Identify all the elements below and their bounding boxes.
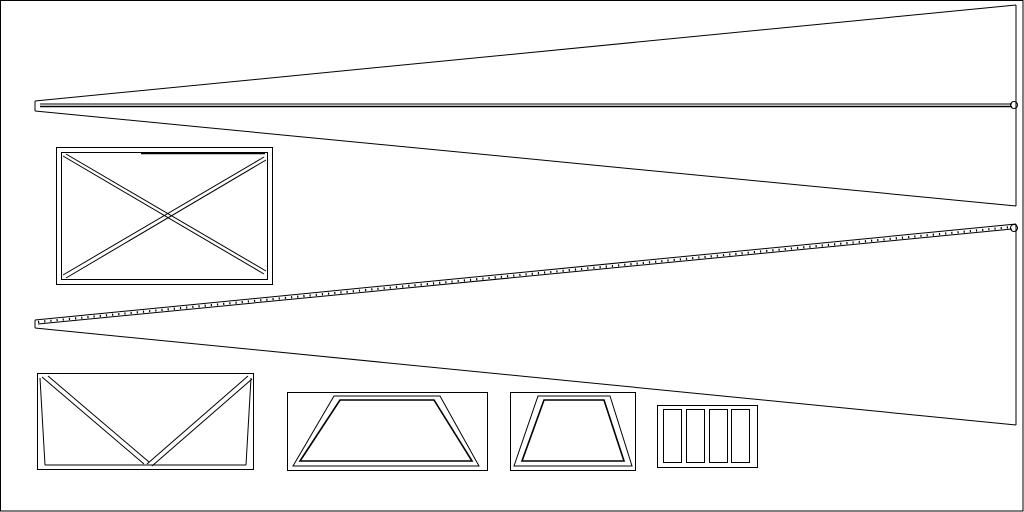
slot-1 — [663, 409, 682, 463]
long-chord-bottom-hatch — [37, 225, 1013, 324]
trapezoid-frame-narrow — [510, 392, 636, 471]
v-panel-right-post — [245, 377, 252, 466]
trap-wide-shape — [292, 395, 480, 467]
cross-braced-panel — [56, 147, 273, 285]
v-panel-brace-left — [41, 376, 145, 465]
v-braced-panel — [37, 373, 254, 470]
trapezoid-frame-wide — [287, 392, 488, 471]
long-chord-bottom-upper-edge-inner — [37, 228, 1013, 325]
cross-panel-inner — [61, 152, 268, 280]
v-panel-brace-right — [146, 375, 249, 465]
long-chord-top — [34, 4, 1018, 207]
v-panel-left-post — [39, 377, 46, 466]
v-panel-brace-right-inner — [151, 378, 253, 467]
cross-panel-brace-b — [62, 156, 265, 276]
trap-wide-outer — [287, 392, 488, 471]
long-chord-top-upper-edge — [34, 4, 1017, 102]
long-chord-bottom-upper-edge — [34, 223, 1017, 321]
cross-panel-brace-a — [62, 155, 265, 275]
four-slot-panel — [657, 405, 758, 468]
slot-3 — [709, 409, 728, 463]
cross-panel-outer — [56, 147, 273, 285]
long-chord-top-fastener — [1010, 101, 1018, 109]
trap-narrow-shape — [513, 395, 633, 467]
long-chord-bottom — [34, 223, 1018, 426]
long-chord-top-lower-edge — [34, 110, 1017, 207]
long-chord-bottom-fastener — [1010, 224, 1018, 232]
long-chord-bottom-lower-edge — [34, 327, 1017, 426]
trap-narrow-shape-inner — [520, 399, 626, 462]
cross-panel-brace-a-inner — [65, 153, 267, 272]
slot-4 — [731, 409, 750, 463]
slot-panel-outer — [657, 405, 758, 468]
v-panel-brace-left-inner — [47, 375, 150, 463]
trap-narrow-outer — [510, 392, 636, 471]
trap-wide-shape-inner — [298, 399, 474, 462]
v-panel-outer — [37, 373, 254, 470]
slot-2 — [686, 409, 705, 463]
cross-panel-brace-b-inner — [65, 159, 267, 279]
